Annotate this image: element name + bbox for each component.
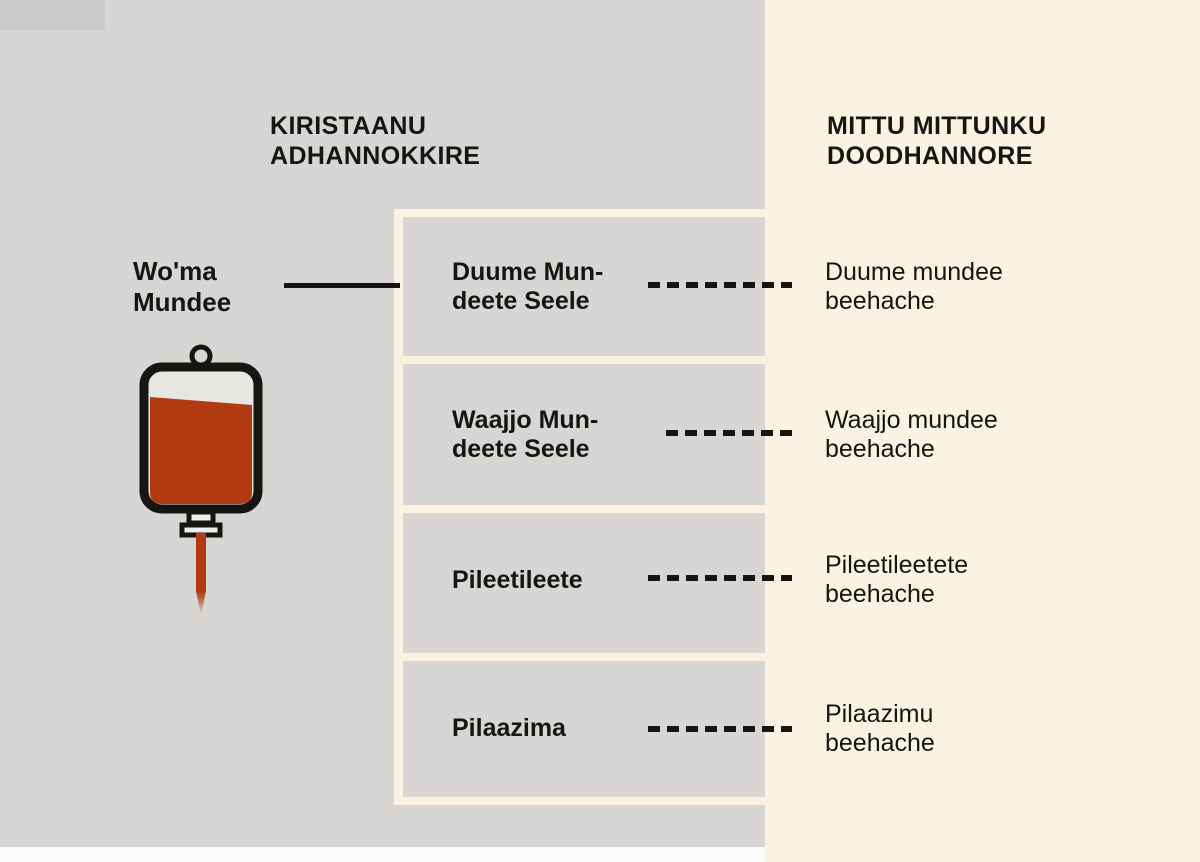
component-desc-platelets: Pileetileetete beehache (825, 551, 969, 608)
component-label-white-cells: Waajjo Mun- deete Seele (452, 406, 599, 463)
right-background-panel (765, 0, 1200, 862)
component-desc-white-cells: Waajjo mundee beehache (825, 406, 998, 463)
components-box-bottom-border (394, 797, 1200, 805)
whole-blood-label: Wo'ma Mundee (133, 256, 232, 317)
dashed-connector (666, 430, 792, 436)
component-label-platelets: Pileetileete (452, 566, 583, 594)
component-desc-plasma: Pilaazimu beehache (825, 700, 935, 757)
component-label-red-cells: Duume Mun- deete Seele (452, 258, 604, 315)
dashed-connector (648, 575, 792, 581)
column-header-left: KIRISTAANU ADHANNOKKIRE (270, 112, 481, 170)
dashed-connector (648, 282, 792, 288)
top-left-artifact (0, 0, 105, 30)
connector-line (284, 283, 400, 288)
components-box-top-border (394, 209, 1200, 217)
row-divider (394, 653, 1200, 661)
component-label-plasma: Pilaazima (452, 714, 566, 742)
component-desc-red-cells: Duume mundee beehache (825, 258, 1003, 315)
blood-bag-icon (139, 344, 263, 615)
dashed-connector (648, 726, 792, 732)
bottom-edge-strip (0, 847, 765, 862)
row-divider (394, 356, 1200, 364)
row-divider (394, 505, 1200, 513)
column-header-right: MITTU MITTUNKU DOODHANNORE (827, 112, 1047, 170)
